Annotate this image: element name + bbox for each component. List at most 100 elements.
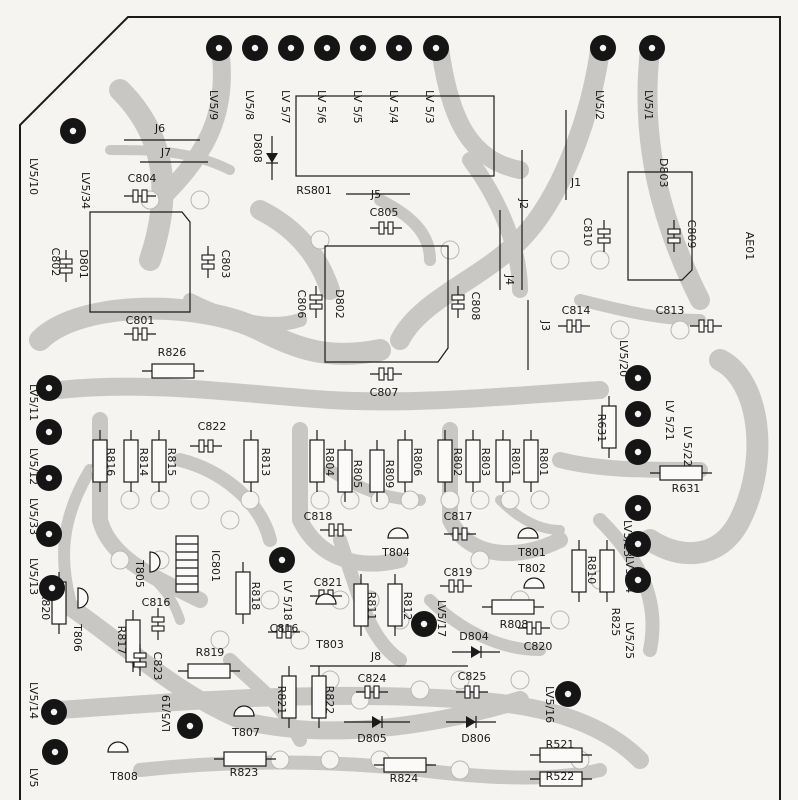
resistor-label-28: R521	[546, 738, 575, 751]
capacitor-plate	[378, 221, 385, 235]
diode-label-1: D802	[333, 289, 346, 318]
resistor-body	[465, 439, 481, 483]
resistor-body	[243, 439, 259, 483]
capacitor-label-10: C814	[562, 304, 591, 317]
capacitor-plate	[132, 327, 139, 341]
capacitor-plate	[132, 189, 139, 203]
capacitor-plate	[387, 221, 394, 235]
resistor-label-8: R806	[411, 448, 424, 477]
solder-pad	[270, 750, 290, 770]
transistor-body	[149, 551, 161, 573]
pin-hole	[634, 448, 642, 456]
transistor-label-6: T807	[231, 726, 260, 739]
pin-hole	[634, 540, 642, 548]
resistor-label-22: R822	[323, 686, 336, 715]
capacitor-plate	[59, 258, 73, 265]
resistor-body	[571, 549, 587, 593]
resistor-label-6: R805	[351, 460, 364, 489]
resistor-label-2: R814	[137, 448, 150, 477]
resistor-body	[491, 599, 535, 615]
capacitor-plate	[198, 439, 205, 453]
capacitor-plate	[151, 625, 165, 632]
jumper-label-j6: J6	[154, 122, 165, 135]
resistor-label-5: R804	[323, 448, 336, 477]
capacitor-label-18: C820	[524, 640, 553, 653]
capacitor-plate	[378, 367, 385, 381]
capacitor-label-0: C804	[128, 172, 157, 185]
resistor-label-7: R809	[383, 460, 396, 489]
capacitor-label-21: C825	[458, 670, 487, 683]
solder-pad	[110, 550, 130, 570]
capacitor-plate	[667, 237, 681, 244]
pin-hole	[45, 530, 53, 538]
capacitor-label-20: C824	[358, 672, 387, 685]
resistor-body	[353, 583, 369, 627]
capacitor-label-13: C818	[304, 510, 333, 523]
pin-hole	[287, 44, 295, 52]
pin-hole	[45, 428, 53, 436]
resistor-body	[369, 449, 385, 493]
solder-pad	[550, 610, 570, 630]
capacitor-plate	[133, 652, 147, 659]
capacitor-plate	[309, 303, 323, 310]
resistor-label-4: R813	[259, 448, 272, 477]
resistor-label-29: R522	[546, 770, 575, 783]
pin-hole	[359, 44, 367, 52]
pin-label-6: LV 5/5	[351, 90, 364, 124]
pin-hole	[45, 474, 53, 482]
transistor-label-2: T803	[315, 638, 344, 651]
capacitor-label-7: C807	[370, 386, 399, 399]
resistor-body	[539, 747, 583, 763]
resistor-body	[523, 439, 539, 483]
resistor-label-17: R818	[249, 582, 262, 611]
capacitor-plate	[364, 685, 371, 699]
trace	[105, 145, 235, 175]
capacitor-label-5: C806	[295, 290, 308, 319]
diode-label-0: D801	[77, 249, 90, 278]
resistor-body	[311, 675, 327, 719]
rs801-outline	[295, 95, 495, 177]
diode-label-6: D808	[251, 133, 264, 162]
jumper-label-j3: J3	[539, 320, 552, 331]
resistor-label-10: R803	[479, 448, 492, 477]
trace	[173, 453, 277, 547]
trace	[151, 39, 231, 209]
transistor-label-5: T806	[71, 623, 84, 652]
capacitor-label-11: C813	[656, 304, 685, 317]
jumper-label-j2: J2	[517, 198, 530, 209]
resistor-body	[383, 757, 427, 773]
solder-pad	[550, 250, 570, 270]
solder-pad	[210, 630, 230, 650]
pin-hole	[69, 127, 77, 135]
capacitor-label-15: C816	[270, 622, 299, 635]
resistor-label-23: R811	[365, 592, 378, 621]
solder-pad	[470, 490, 490, 510]
pin-hole	[323, 44, 331, 52]
pin-label-8: LV 5/3	[423, 90, 436, 124]
trace	[51, 591, 529, 740]
pin-hole	[50, 708, 58, 716]
capacitor-plate	[535, 621, 542, 635]
capacitor-plate	[457, 579, 464, 593]
solder-pad	[470, 550, 490, 570]
resistor-label-1: R816	[104, 448, 117, 477]
resistor-label-26: R823	[230, 766, 259, 779]
pin-label-20: LV5/13	[27, 558, 40, 595]
pin-label-16: LV5/25	[623, 622, 636, 659]
pin-label-18: LV5/12	[27, 448, 40, 485]
resistor-body	[151, 439, 167, 483]
jumper-label-j7: J7	[160, 146, 171, 159]
resistor-label-0: R826	[158, 346, 187, 359]
capacitor-label-19: C823	[151, 652, 164, 681]
solder-pad	[530, 490, 550, 510]
resistor-body	[539, 771, 583, 787]
capacitor-label-8: C810	[581, 218, 594, 247]
transistor-body	[517, 527, 539, 539]
ic-label-rs801: RS801	[296, 184, 332, 197]
resistor-body	[187, 663, 231, 679]
capacitor-plate	[452, 527, 459, 541]
pin-hole	[48, 584, 56, 592]
capacitor-label-14: C817	[444, 510, 473, 523]
pin-hole	[634, 374, 642, 382]
pin-label-2: LV5/9	[207, 90, 220, 120]
